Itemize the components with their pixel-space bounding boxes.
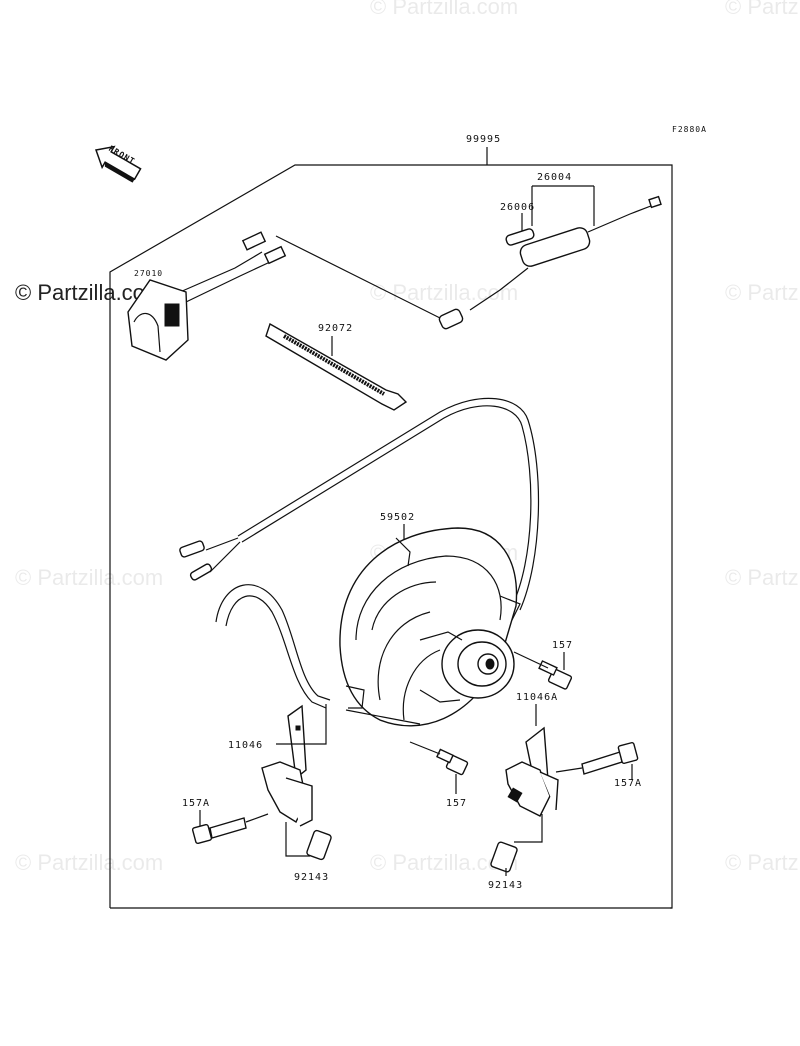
label-157-right: 157 — [552, 640, 573, 651]
bolt-fan-right — [538, 660, 573, 690]
wiring-harness — [179, 397, 540, 611]
fuse — [505, 228, 535, 246]
watermark-right-2: © Partzilla.com — [725, 565, 800, 590]
watermark-right-3: © Partzilla.com — [725, 850, 800, 875]
watermark-top-right: © Partzilla.com — [725, 0, 800, 19]
bolt-left — [191, 817, 247, 845]
bolt-fan-lower — [436, 748, 469, 776]
label-11046A: 11046A — [516, 692, 558, 703]
figure-code: F2880A — [672, 125, 707, 134]
label-92143-left: 92143 — [294, 872, 329, 883]
band — [265, 322, 408, 411]
label-92143-right: 92143 — [488, 880, 523, 891]
watermark-left-2: © Partzilla.com — [15, 565, 163, 590]
fan-assembly — [215, 527, 521, 727]
bolt-right — [581, 741, 639, 775]
kit-border — [109, 164, 673, 909]
label-99995: 99995 — [466, 134, 501, 145]
switch-assembly — [127, 231, 287, 361]
watermark-left-3: © Partzilla.com — [15, 850, 163, 875]
leader-harness-connector — [275, 235, 441, 319]
watermark-top-center: © Partzilla.com — [370, 0, 518, 19]
collar-right — [490, 841, 518, 873]
watermark-mid-center: © Partzilla.com — [370, 280, 518, 305]
label-26006: 26006 — [500, 202, 535, 213]
kit-outline — [109, 147, 673, 909]
label-157A-left: 157A — [182, 798, 210, 809]
watermark-mid-right: © Partzilla.com — [725, 280, 800, 305]
front-arrow-icon — [95, 145, 142, 183]
label-59502: 59502 — [380, 512, 415, 523]
label-11046: 11046 — [228, 740, 263, 751]
label-157A-right: 157A — [614, 778, 642, 789]
label-157-lower: 157 — [446, 798, 467, 809]
bracket-left — [261, 704, 313, 827]
label-26004: 26004 — [537, 172, 572, 183]
fuse-harness — [438, 195, 662, 330]
label-27010: 27010 — [134, 269, 163, 278]
bracket-right — [505, 726, 559, 817]
label-92072: 92072 — [318, 323, 353, 334]
collar-left — [306, 829, 332, 861]
